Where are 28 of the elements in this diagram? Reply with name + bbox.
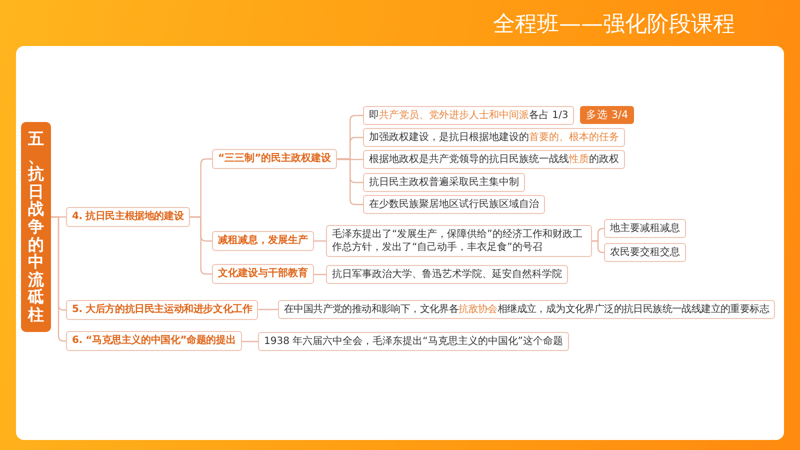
- branch-line: [314, 240, 326, 242]
- root-topic: 五、抗日战争的中流砥柱: [21, 122, 51, 332]
- detail-note: 在中国共产党的推动和影响下，文化界各抗敌协会相继成立，成为文化界广泛的抗日民族统一战线建立的重要标志: [278, 300, 776, 319]
- detail-note: 抗日军事政治大学、鲁迅艺术学院、延安自然科学院: [326, 265, 568, 284]
- branch-line: [337, 158, 363, 206]
- detail-note: 抗日民主政权普遍采取民主集中制: [363, 173, 525, 192]
- section-topic: 6. “马克思主义的中国化”命题的提出: [66, 331, 242, 351]
- detail-note: 毛泽东提出了“发展生产，保障供给”的经济工作和财政工作总方针，发出了“自己动手，丰衣足食”的号召: [326, 225, 592, 257]
- subtopic: “三三制”的民主政权建设: [212, 149, 338, 169]
- detail-note: 加强政权建设，是抗日根据地建设的首要的、根本的任务: [363, 128, 625, 147]
- detail-note: 地主要减租减息: [604, 219, 686, 238]
- detail-note: 农民要交租交息: [604, 243, 686, 262]
- section-topic: 4. 抗日民主根据地的建设: [66, 207, 190, 227]
- subtopic: 减租减息，发展生产: [212, 231, 314, 251]
- detail-note: 在少数民族聚居地区试行民族区域自治: [363, 195, 545, 214]
- subtopic: 文化建设与干部教育: [212, 264, 314, 284]
- branch-line: [337, 158, 363, 160]
- branch-line: [314, 274, 326, 276]
- multi-choice-tag: 多选 3/4: [580, 106, 634, 124]
- branch-line: [258, 308, 278, 310]
- section-topic: 5. 大后方的抗日民主运动和进步文化工作: [66, 300, 258, 320]
- branch-line: [242, 340, 258, 342]
- branch-line: [51, 216, 66, 342]
- detail-note: 1938 年六届六中全会，毛泽东提出“马克思主义的中国化”这个命题: [258, 332, 569, 351]
- detail-note: 即共产党员、党外进步人士和中间派各占 1/3: [363, 106, 574, 125]
- header-title: 全程班——强化阶段课程: [493, 11, 735, 39]
- detail-note: 根据地政权是共产党领导的抗日民族统一战线性质的政权: [363, 150, 625, 169]
- branch-line: [592, 240, 604, 254]
